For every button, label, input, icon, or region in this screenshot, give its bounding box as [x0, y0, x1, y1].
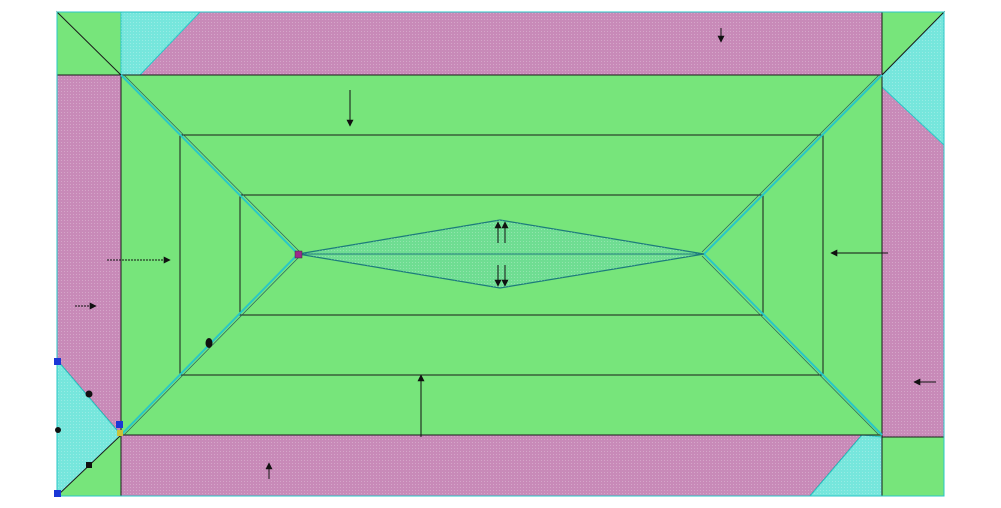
- flow-arrows: [75, 28, 936, 479]
- vertex-handle-ridge-left[interactable]: [294, 250, 303, 259]
- left-eave-band-texture: [57, 75, 121, 435]
- contour-inner: [239, 194, 764, 316]
- right-eave-band-texture: [882, 75, 944, 437]
- vertex-handle-left-3[interactable]: [54, 490, 61, 497]
- outline-cyan: [56, 11, 945, 497]
- vertex-handle-yellow[interactable]: [117, 430, 123, 436]
- dot-icon[interactable]: [85, 390, 93, 398]
- top-eave-band-texture: [121, 12, 882, 75]
- contour-outer: [179, 134, 824, 376]
- bottom-eave-band-texture: [121, 435, 862, 496]
- corner-bottom-right-texture: [810, 435, 882, 496]
- corner-top-left-texture: [57, 12, 200, 75]
- corner-top-right-texture: [882, 12, 944, 145]
- corner-bottom-right-green: [881, 436, 945, 497]
- dot-icon[interactable]: [55, 427, 61, 433]
- vertex-handle-left-2[interactable]: [116, 421, 123, 428]
- vertex-handle-left-1[interactable]: [54, 358, 61, 365]
- dot-icon[interactable]: [86, 462, 92, 468]
- dot-icon[interactable]: [205, 338, 213, 348]
